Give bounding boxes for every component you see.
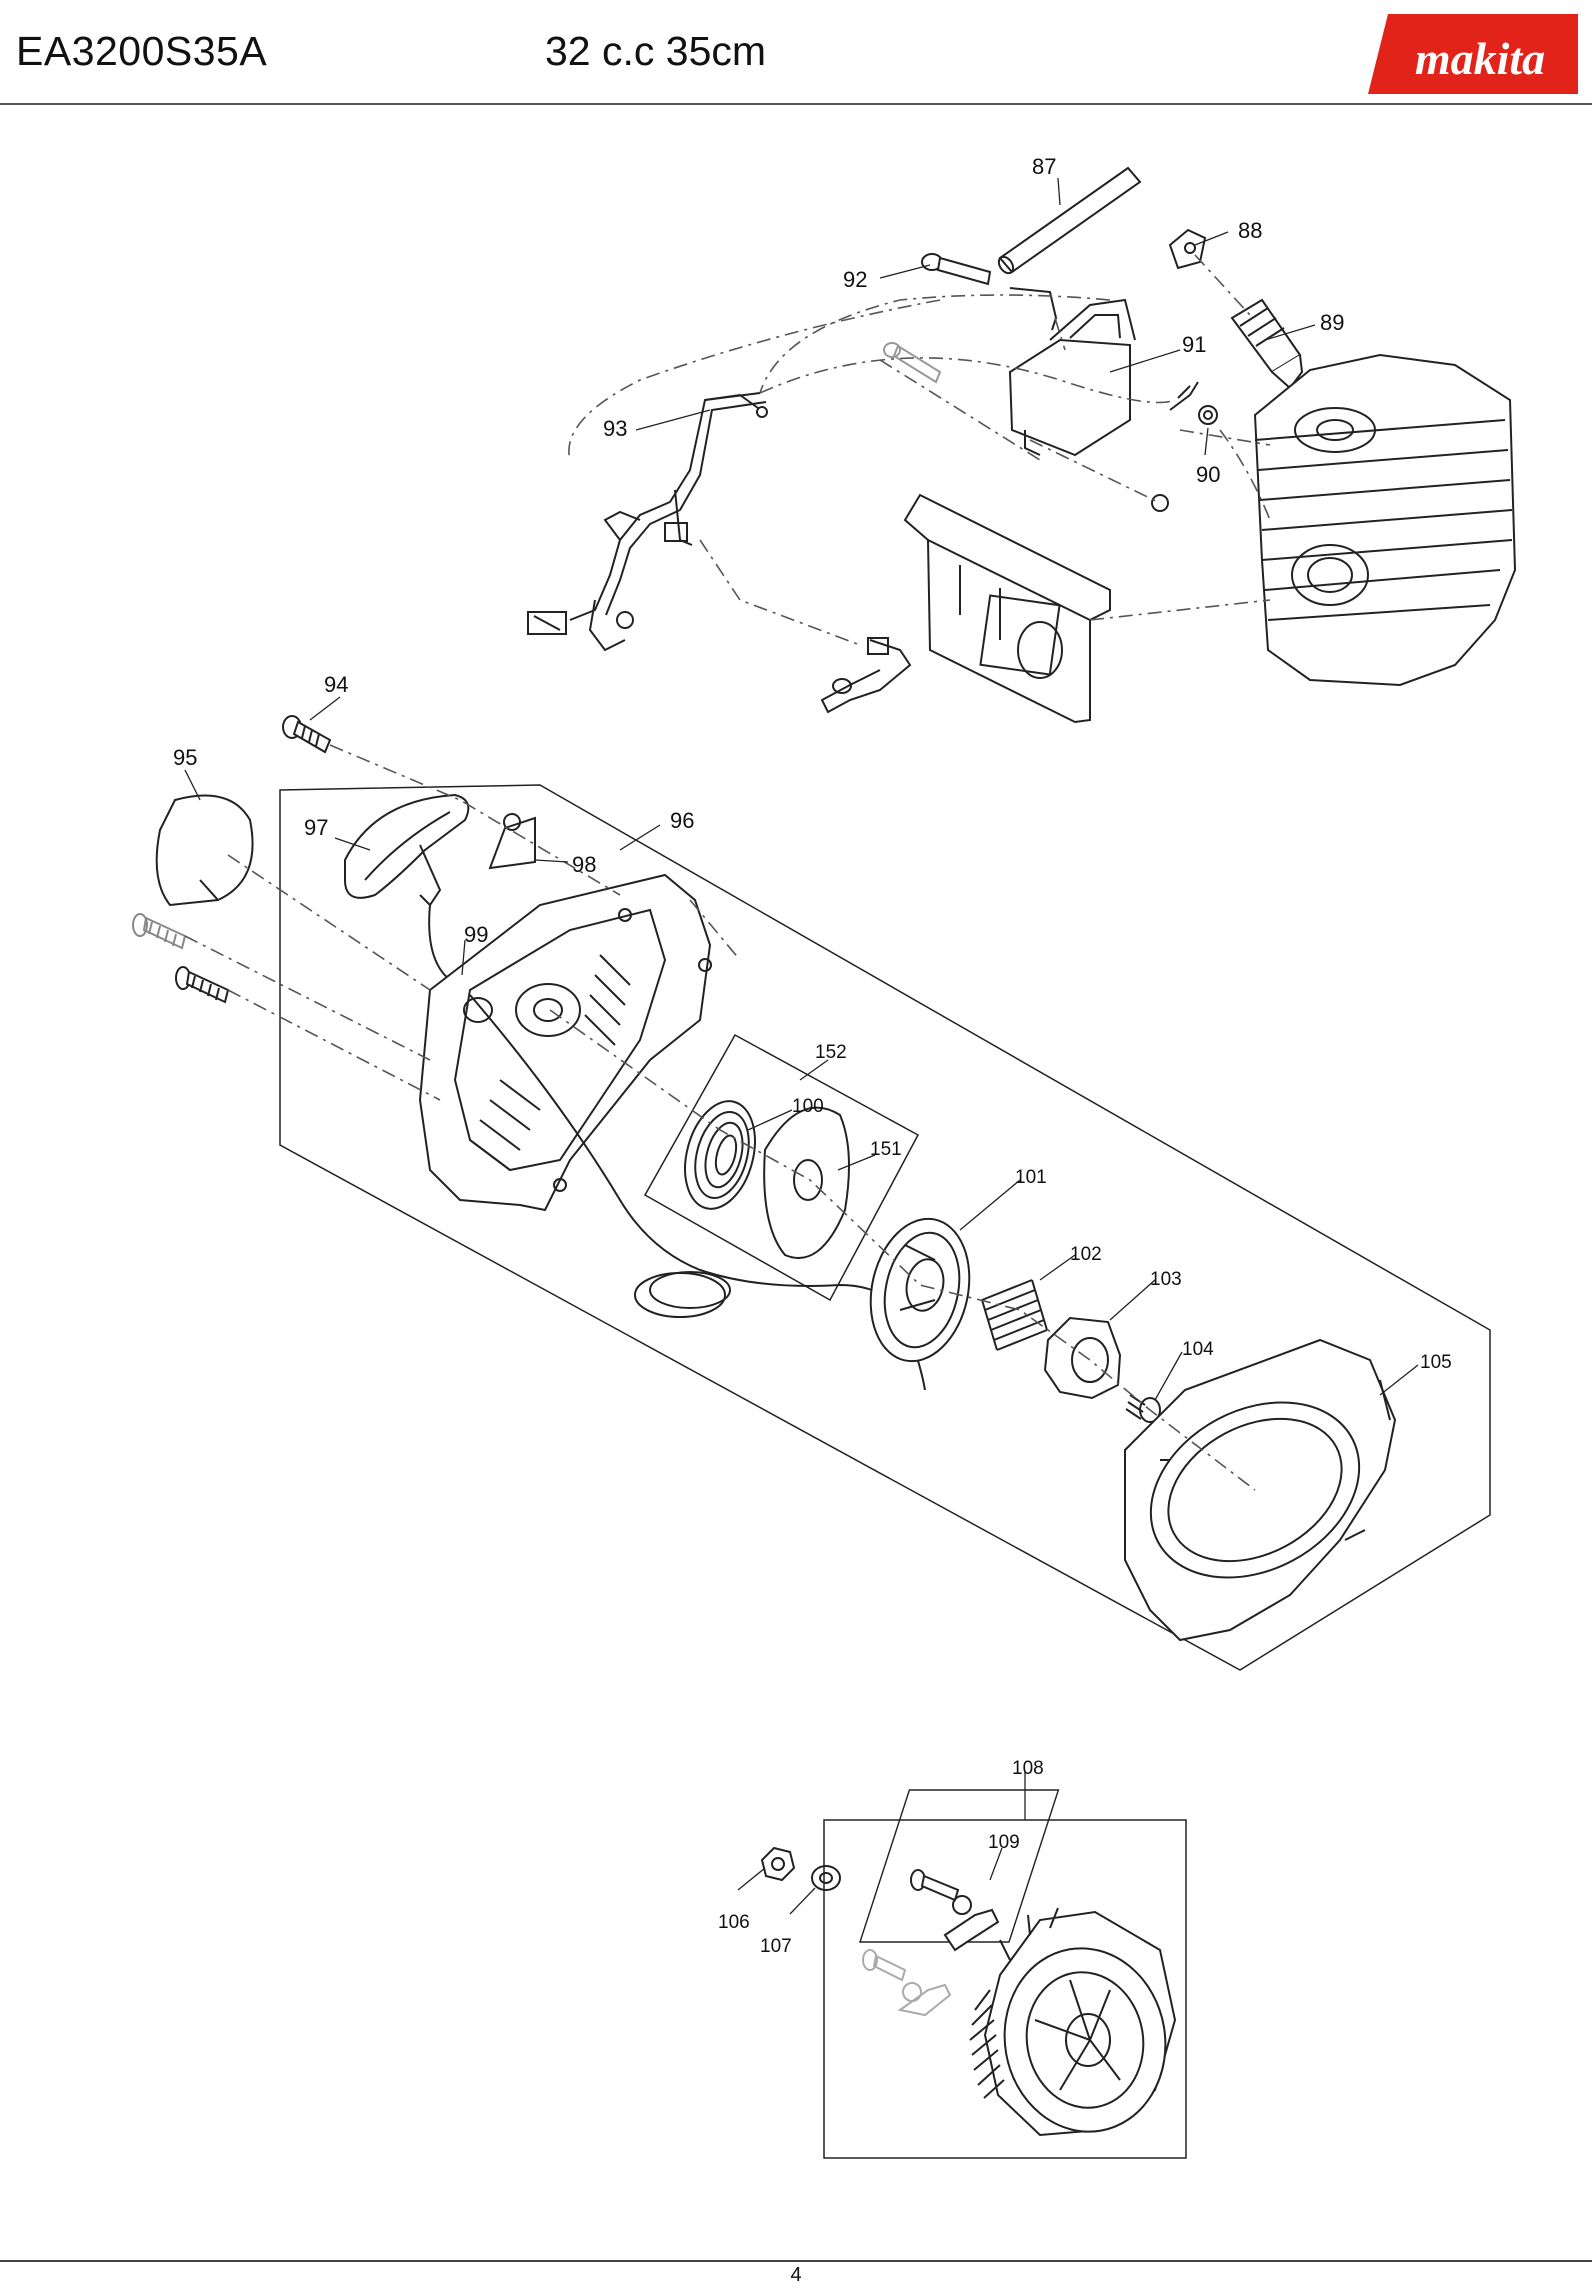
- logo-text: makita: [1415, 33, 1545, 84]
- part-95-gasket: [155, 794, 254, 907]
- callout-93: 93: [603, 416, 627, 441]
- part-106-nut: [760, 1846, 796, 1882]
- part-bottom-clip: [820, 637, 912, 714]
- part-101-pulley: [869, 1217, 971, 1363]
- callout-151: 151: [870, 1139, 902, 1160]
- callout-98: 98: [572, 852, 596, 877]
- callout-88: 88: [1238, 218, 1262, 243]
- part-94-bolt: [282, 715, 332, 754]
- callout-87: 87: [1032, 154, 1056, 179]
- callout-90: 90: [1196, 462, 1220, 487]
- part-98-clip: [488, 813, 536, 870]
- makita-logo: makita: [1368, 14, 1578, 94]
- callout-152: 152: [815, 1042, 847, 1063]
- callout-94: 94: [324, 672, 348, 697]
- group-96-frame: [279, 784, 1491, 1671]
- callout-95: 95: [173, 745, 197, 770]
- part-90-nut: [1198, 405, 1218, 425]
- callout-107: 107: [760, 1936, 792, 1957]
- footer-divider: [0, 2260, 1592, 2262]
- part-92-bolt: [921, 253, 992, 286]
- part-97-handle: [344, 793, 470, 907]
- model-number: EA3200S35A: [16, 28, 268, 74]
- part-96-starter-housing: [418, 873, 712, 1212]
- callout-99: 99: [464, 922, 488, 947]
- callout-92: 92: [843, 267, 867, 292]
- part-103-ratchet: [1043, 1316, 1122, 1400]
- part-base-plate: [903, 493, 1111, 724]
- header-divider: [0, 103, 1592, 105]
- group-109-frame: [859, 1789, 1060, 1943]
- callout-100: 100: [792, 1096, 824, 1117]
- callout-102: 102: [1070, 1244, 1102, 1265]
- callout-105: 105: [1420, 1352, 1452, 1373]
- part-screw-faint: [132, 913, 187, 950]
- callout-89: 89: [1320, 310, 1344, 335]
- callout-108: 108: [1012, 1758, 1044, 1779]
- group-152-frame: [643, 1033, 920, 1302]
- callout-109: 109: [988, 1832, 1020, 1853]
- callout-91: 91: [1182, 332, 1206, 357]
- page-header: EA3200S35A 32 c.c 35cm makita: [0, 0, 1592, 105]
- part-87-rod: [997, 166, 1142, 275]
- callout-106: 106: [718, 1912, 750, 1933]
- callout-104: 104: [1182, 1339, 1214, 1360]
- part-102-spring: [981, 1279, 1048, 1351]
- rope-loop: [634, 1272, 726, 1318]
- part-109-pawl: [910, 1869, 1000, 1952]
- part-105-cover: [1124, 1338, 1397, 1642]
- part-89-spark-plug: [1230, 298, 1304, 390]
- callout-97: 97: [304, 815, 328, 840]
- callout-96: 96: [670, 808, 694, 833]
- callout-101: 101: [1015, 1167, 1047, 1188]
- part-91-ignition-coil: [1008, 298, 1136, 457]
- part-151-plate: [763, 1106, 850, 1259]
- callout-103: 103: [1150, 1269, 1182, 1290]
- part-88-plug-cap: [1168, 228, 1207, 270]
- part-107-washer: [811, 1865, 841, 1891]
- group-108-frame: [823, 1819, 1187, 2159]
- model-spec: 32 c.c 35cm: [545, 28, 767, 74]
- page-number: 4: [790, 2264, 802, 2286]
- part-100-spring: [684, 1100, 756, 1210]
- part-screw-left: [175, 966, 230, 1004]
- part-flywheel: [969, 1907, 1177, 2137]
- part-cylinder: [1253, 353, 1517, 687]
- part-93-stop-wire: [527, 392, 768, 652]
